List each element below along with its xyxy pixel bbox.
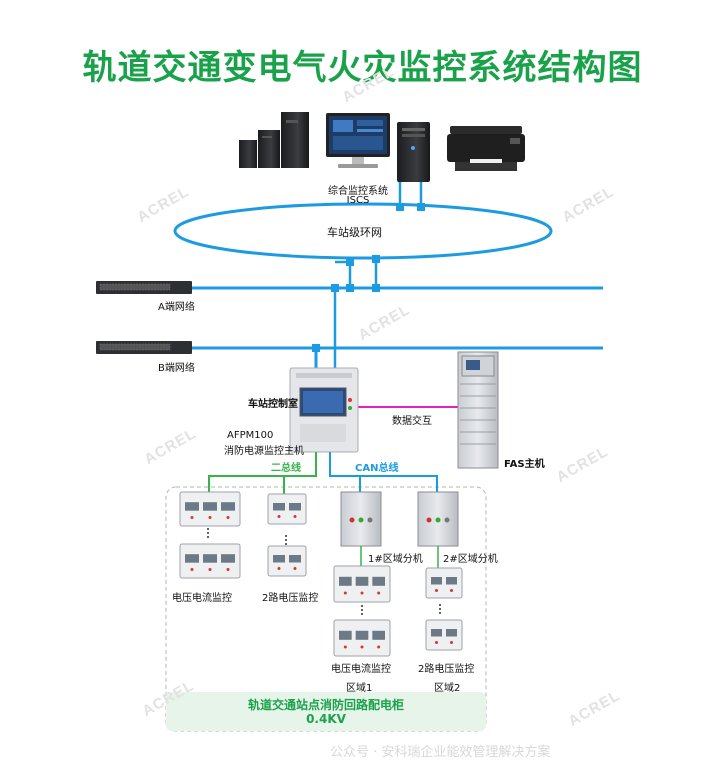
monitoring-modules	[179, 491, 463, 657]
monitoring-module-icon	[267, 493, 307, 525]
cabinet-zone	[165, 486, 487, 732]
monitoring-module-icon	[333, 619, 391, 657]
computer-tower-icon	[397, 122, 430, 182]
monitoring-module-icon	[333, 565, 391, 603]
monitoring-module-icon	[179, 491, 241, 527]
network-a-label: A端网络	[158, 302, 195, 313]
zone2-unit-label: 2#区域分机	[443, 554, 498, 565]
zone2-label: 区域2	[434, 683, 461, 694]
afpm100-host-icon	[289, 367, 359, 453]
network-switch-a-icon	[96, 281, 192, 294]
can-bus	[329, 452, 438, 492]
monitoring-module-icon	[425, 619, 463, 651]
monitoring-module-icon	[425, 567, 463, 599]
station-ring-network	[173, 202, 553, 260]
zone1-label: 区域1	[346, 683, 373, 694]
iscs-label-sub: ISCS	[346, 195, 370, 206]
printer-icon	[447, 126, 525, 171]
cabinet-title: 轨道交通站点消防回路配电柜	[247, 698, 404, 712]
afpm-model-label: AFPM100	[227, 430, 274, 441]
monitor-voltage-current-label: 电压电流监控	[172, 593, 232, 604]
monitor-2-voltage-label: 2路电压监控	[262, 593, 319, 604]
two-wire-bus-label: 二总线	[271, 463, 301, 474]
fas-host-cabinet-icon	[457, 351, 499, 469]
afpm-name-label: 消防电源监控主机	[224, 446, 304, 457]
can-bus-label: CAN总线	[355, 463, 399, 474]
network-nodes	[312, 203, 425, 352]
zone-unit-links	[360, 546, 439, 568]
network-switch-b-icon	[96, 341, 192, 354]
zone1-distribution-box-icon	[340, 491, 382, 547]
monitoring-module-icon	[179, 543, 241, 579]
server-group-icon	[239, 112, 309, 168]
fas-host-label: FAS主机	[504, 459, 545, 470]
monitor-voltage-current-label: 电压电流监控	[331, 664, 391, 675]
zone1-unit-label: 1#区域分机	[368, 554, 423, 565]
page-title: 轨道交通变电气火灾监控系统结构图	[82, 48, 643, 88]
iscs-label: 综合监控系统	[328, 186, 388, 197]
monitor-2-voltage-label: 2路电压监控	[418, 664, 475, 675]
control-room-label: 车站控制室	[248, 399, 298, 410]
network-buses	[192, 286, 603, 370]
iscs-monitor-icon	[326, 113, 390, 168]
data-exchange-label: 数据交互	[392, 416, 432, 427]
two-wire-bus	[208, 452, 317, 496]
ring-network-label: 车站级环网	[327, 226, 382, 239]
monitoring-module-icon	[267, 545, 307, 577]
zone2-distribution-box-icon	[417, 491, 459, 547]
cabinet-voltage: 0.4KV	[306, 712, 346, 726]
ellipsis-dots	[207, 528, 441, 615]
network-b-label: B端网络	[158, 363, 195, 374]
footer-watermark-text: 公众号 · 安科瑞企业能效管理解决方案	[330, 745, 551, 760]
